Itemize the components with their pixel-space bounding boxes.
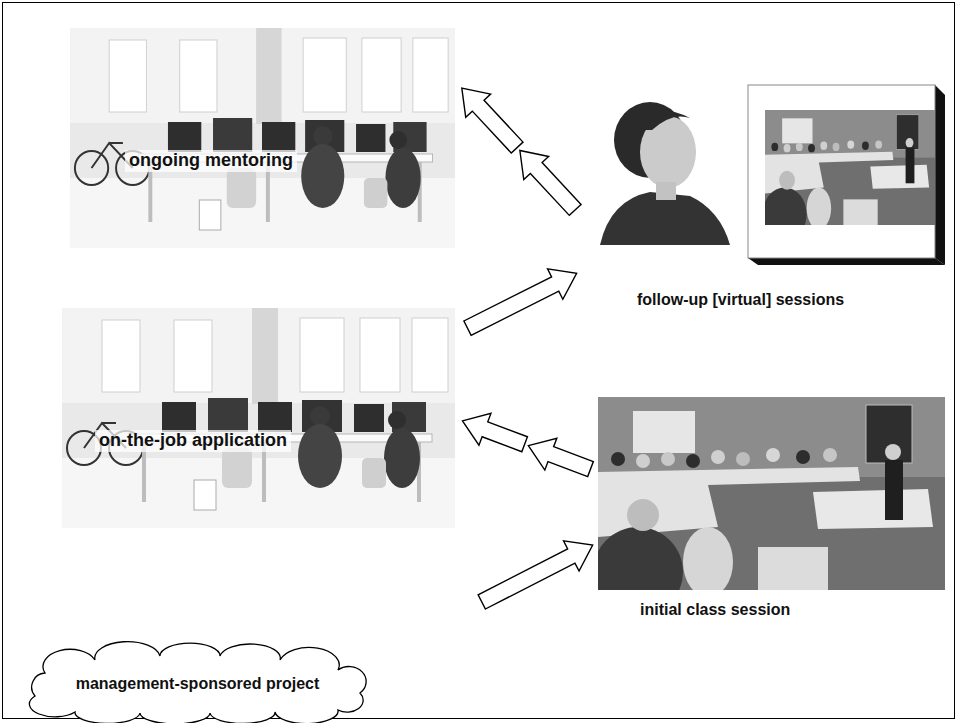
screen-frame [748,258,945,265]
hollow-arrow [520,150,581,215]
hollow-arrow [478,541,593,609]
hollow-arrow [464,269,577,335]
hollow-arrow [462,413,527,451]
flow-arrow [478,541,593,609]
stage-box: follow-up [virtual] sessions [582,85,945,317]
node-label: initial class session [640,600,790,619]
hollow-arrow [462,88,523,153]
class-photo [763,110,935,241]
office-photo [70,28,455,248]
screen-frame [748,85,935,258]
flow-arrow [462,88,581,215]
node-label: follow-up [virtual] sessions [637,290,844,309]
cloud-outline [29,642,366,723]
office-photo [62,308,455,528]
stage-box: on-the-job application [62,308,455,528]
node-label: ongoing mentoring [125,150,297,172]
woman-photo [656,182,676,200]
project-cloud: management-sponsored project [20,648,375,720]
stage-box: ongoing mentoring [70,28,455,248]
hollow-arrow [528,438,593,476]
flow-arrow [462,413,593,476]
node-label: management-sponsored project [76,674,320,693]
woman-photo [582,85,742,245]
screen-frame [935,85,945,265]
stage-box: initial class session [598,397,945,624]
class-photo [593,397,945,617]
woman-photo [582,85,742,245]
screen-frame [748,85,945,265]
flow-arrow [464,269,577,335]
node-label: on-the-job application [95,430,291,452]
woman-photo [630,110,690,130]
